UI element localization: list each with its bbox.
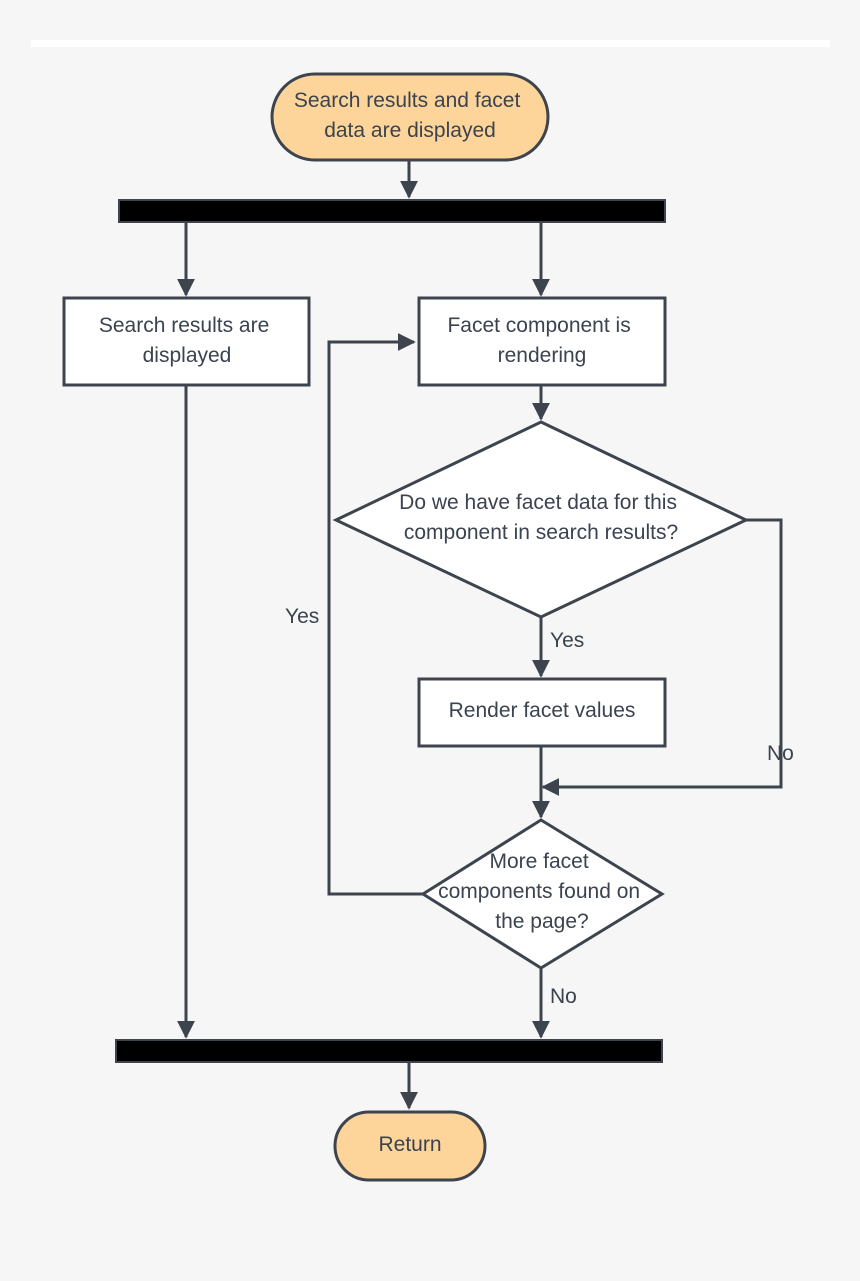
facet-data-decision-line-2: component in search results? <box>404 521 678 544</box>
start-line-1: Search results and facet <box>294 89 521 112</box>
more-components-decision: More facet components found on the page? <box>420 818 665 970</box>
join-bar <box>115 1039 663 1063</box>
start-line-2: data are displayed <box>324 119 496 142</box>
connectors <box>177 160 783 1110</box>
svg-text:Return: Return <box>378 1133 441 1156</box>
edge-label-facet-no: No <box>767 742 794 765</box>
more-components-line-1: More facet <box>489 850 588 873</box>
render-facet-values-box: Render facet values <box>417 677 667 748</box>
search-results-box: Search results are displayed <box>62 296 311 387</box>
svg-text:Search results are displ: Search results are displayed <box>99 314 275 367</box>
more-components-line-3: the page? <box>495 910 588 933</box>
search-results-line-1: Search results are <box>99 314 269 337</box>
svg-text:More facet components fo: More facet components found on the page? <box>438 850 646 933</box>
connector-more-yes-loop <box>327 333 423 896</box>
connector-decision-no-to-merge <box>541 518 783 796</box>
edge-label-more-no: No <box>550 985 577 1008</box>
top-rule <box>31 40 830 47</box>
edge-label-facet-yes: Yes <box>550 629 584 652</box>
facet-data-decision: Do we have facet data for this component… <box>332 420 750 619</box>
svg-text:Facet component is rende: Facet component is rendering <box>447 314 636 367</box>
facet-rendering-line-1: Facet component is <box>447 314 630 337</box>
facet-rendering-line-2: rendering <box>498 344 587 367</box>
search-results-line-2: displayed <box>143 344 232 367</box>
more-components-line-2: components found on <box>438 880 640 903</box>
render-facet-values-line-1: Render facet values <box>449 699 636 722</box>
edge-label-more-yes: Yes <box>285 605 319 628</box>
facet-data-decision-line-1: Do we have facet data for this <box>399 491 677 514</box>
svg-text:Search results and facet: Search results and facet data are displa… <box>294 89 526 142</box>
fork-bar <box>118 199 666 223</box>
facet-rendering-box: Facet component is rendering <box>417 296 667 387</box>
svg-text:Do we have facet data for this: Do we have facet data for this component… <box>399 491 683 544</box>
end-terminal: Return <box>333 1110 487 1182</box>
end-line-1: Return <box>378 1133 441 1156</box>
svg-text:Render facet values: Render facet values <box>449 699 636 722</box>
start-terminal: Search results and facet data are displa… <box>270 72 550 162</box>
